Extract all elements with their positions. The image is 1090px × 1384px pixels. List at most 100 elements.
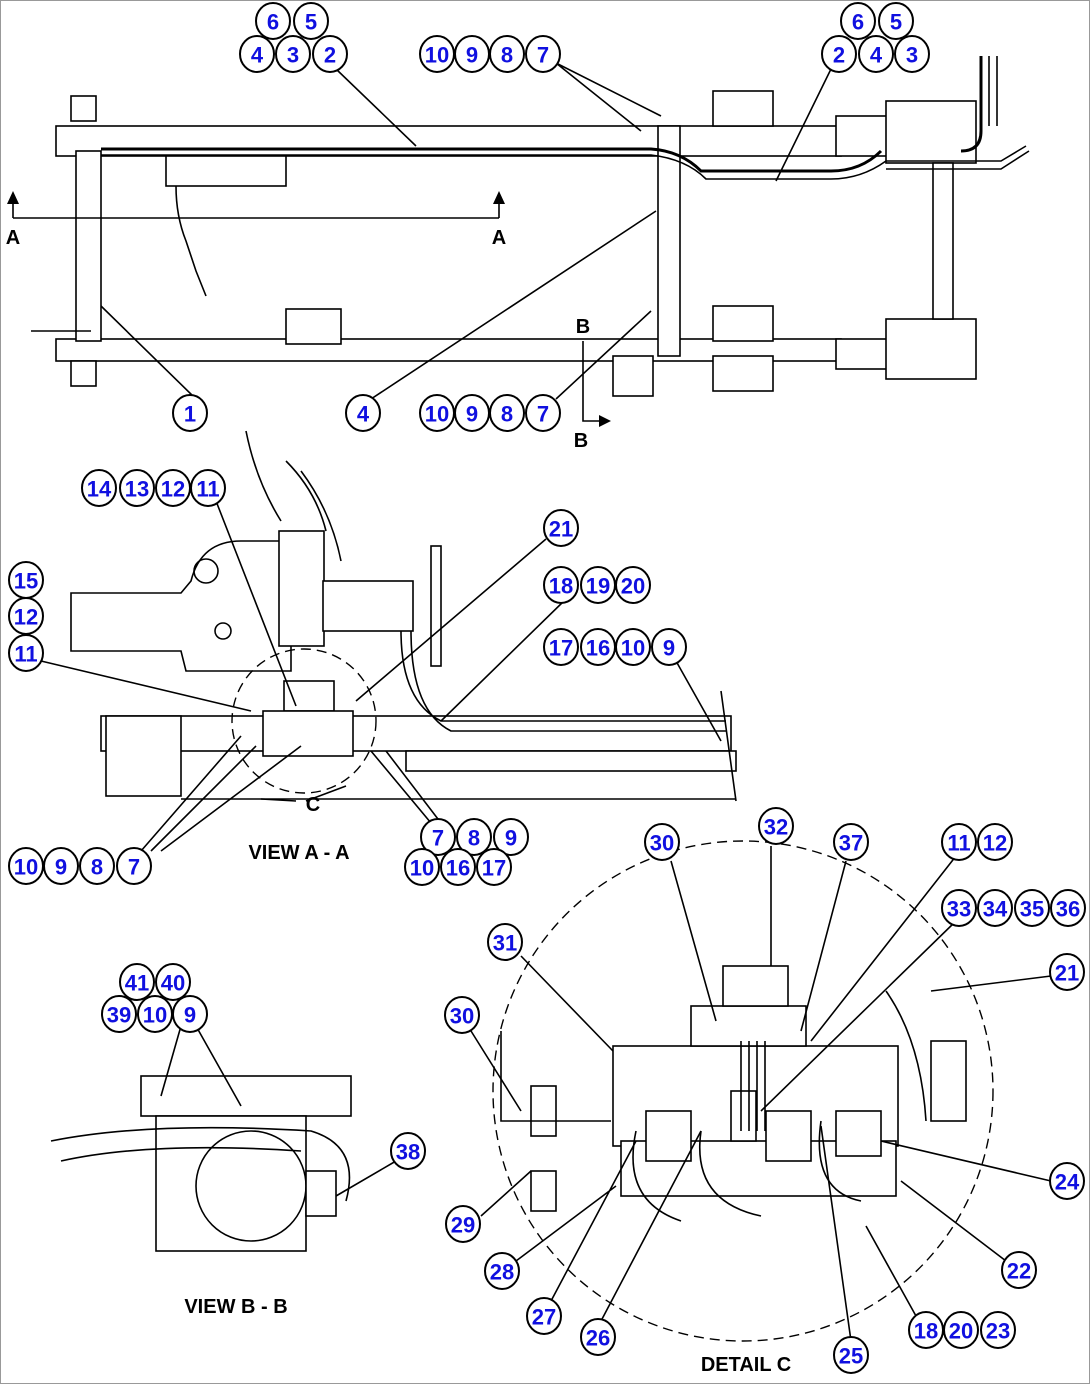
callout-circle (1049, 1162, 1085, 1200)
callout-number: 1 (184, 402, 196, 427)
callout-10: 10 (615, 628, 651, 666)
callout-circle (526, 1297, 562, 1335)
callout-40: 40 (155, 963, 191, 1001)
callout-22: 22 (1001, 1251, 1037, 1289)
callout-number: 9 (184, 1003, 196, 1028)
callout-circle (1014, 889, 1050, 927)
callout-39: 39 (101, 995, 137, 1033)
callout-27: 27 (526, 1297, 562, 1335)
callout-circle (293, 2, 329, 40)
callout-number: 29 (451, 1213, 475, 1238)
frame-top-view (31, 56, 1030, 397)
callout-30: 30 (644, 823, 680, 861)
callout-circle (980, 1311, 1016, 1349)
callout-circle (312, 35, 348, 73)
callout-number: 22 (1007, 1259, 1031, 1284)
callout-number: 12 (983, 831, 1007, 856)
callout-26: 26 (580, 1318, 616, 1356)
view-a-a-title: VIEW A - A (248, 842, 349, 864)
callout-12: 12 (977, 823, 1013, 861)
callout-number: 27 (532, 1305, 556, 1330)
view-b-b-title: VIEW B - B (184, 1296, 287, 1318)
callout-13: 13 (119, 469, 155, 507)
callout-number: 15 (14, 569, 38, 594)
callout-number: 17 (549, 636, 573, 661)
callout-circle (821, 35, 857, 73)
callout-circle (489, 35, 525, 73)
callout-number: 19 (586, 574, 610, 599)
callout-2: 2 (312, 35, 348, 73)
callout-number: 7 (128, 855, 140, 880)
callout-circle (420, 818, 456, 856)
callout-number: 7 (537, 43, 549, 68)
callout-11: 11 (941, 823, 977, 861)
callout-number: 8 (91, 855, 103, 880)
view-b-b-drawing (50, 1025, 397, 1252)
callout-number: 10 (425, 402, 449, 427)
callout-number: 17 (482, 856, 506, 881)
callout-number: 16 (586, 636, 610, 661)
callout-circle (79, 847, 115, 885)
callout-8: 8 (79, 847, 115, 885)
callout-circle (101, 995, 137, 1033)
callout-circle (580, 1318, 616, 1356)
callout-16: 16 (580, 628, 616, 666)
callout-38: 38 (390, 1132, 426, 1170)
callout-circle (440, 848, 476, 886)
callout-28: 28 (484, 1252, 520, 1290)
callout-number: 11 (196, 477, 219, 502)
callout-7: 7 (116, 847, 152, 885)
callout-number: 20 (621, 574, 645, 599)
callout-number: 10 (143, 1003, 167, 1028)
callout-4: 4 (345, 394, 381, 432)
callout-number: 11 (947, 831, 970, 856)
callout-circle (651, 628, 687, 666)
callout-41: 41 (119, 963, 155, 1001)
callout-10: 10 (419, 35, 455, 73)
callout-number: 5 (305, 10, 317, 35)
callout-number: 39 (107, 1003, 131, 1028)
callout-number: 14 (87, 477, 112, 502)
callout-number: 33 (947, 897, 971, 922)
callout-number: 31 (493, 931, 517, 956)
callout-circle (155, 963, 191, 1001)
callout-number: 8 (468, 826, 480, 851)
callout-number: 28 (490, 1260, 514, 1285)
callout-3: 3 (275, 35, 311, 73)
callout-4: 4 (858, 35, 894, 73)
callout-11: 11 (8, 634, 44, 672)
callout-number: 20 (949, 1319, 973, 1344)
callout-number: 25 (839, 1344, 863, 1369)
callout-19: 19 (580, 566, 616, 604)
detail-c-marker: C (306, 794, 320, 816)
callout-35: 35 (1014, 889, 1050, 927)
callout-circle (444, 996, 480, 1034)
callout-number: 21 (1055, 961, 1079, 986)
callout-circle (476, 848, 512, 886)
callout-number: 11 (14, 642, 37, 667)
callout-number: 6 (267, 10, 279, 35)
callout-number: 10 (410, 856, 434, 881)
callout-8: 8 (489, 394, 525, 432)
callout-circle (615, 628, 651, 666)
callout-circle (543, 566, 579, 604)
callout-number: 8 (501, 402, 513, 427)
callout-number: 40 (161, 971, 185, 996)
callout-number: 10 (621, 636, 645, 661)
callout-9: 9 (493, 818, 529, 856)
callout-9: 9 (454, 35, 490, 73)
callout-number: 36 (1056, 897, 1080, 922)
callout-circle (255, 2, 291, 40)
callout-number: 7 (537, 402, 549, 427)
callout-36: 36 (1050, 889, 1086, 927)
callout-number: 4 (870, 43, 883, 68)
callout-number: 4 (357, 402, 370, 427)
callout-9: 9 (651, 628, 687, 666)
callout-number: 26 (586, 1326, 610, 1351)
callout-circle (275, 35, 311, 73)
callout-15: 15 (8, 561, 44, 599)
callout-10: 10 (137, 995, 173, 1033)
callout-34: 34 (977, 889, 1013, 927)
